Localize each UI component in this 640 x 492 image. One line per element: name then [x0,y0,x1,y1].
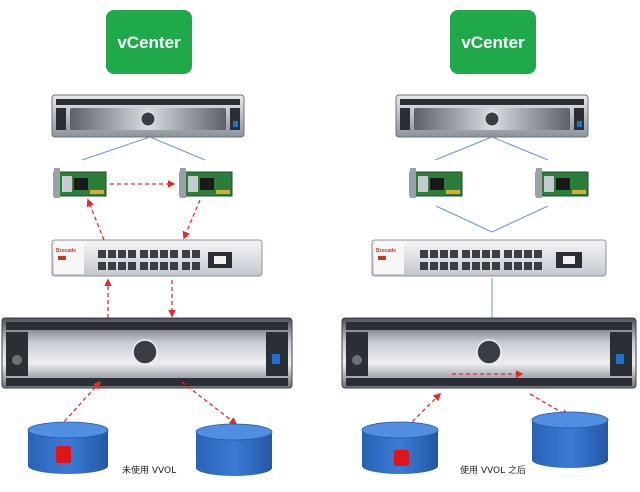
left-fc-switch-icon: Brocade [51,239,263,277]
right-datastore-cylinder-icon-b [531,411,609,468]
left-hba-card-icon-b [179,168,233,198]
left-storage-array-icon [1,317,293,389]
left-vcenter-box: vCenter [106,10,192,74]
left-datastore-cylinder-icon-b [195,423,273,476]
right-hba-card-icon-b [535,168,589,198]
right-rack-server-icon [395,94,589,138]
right-vcenter-label: vCenter [461,33,525,52]
right-fc-switch-icon: Brocade [371,239,607,277]
left-datastore-cylinder-icon-a [27,421,109,474]
left-caption: 未使用 VVOL [122,464,176,476]
left-scenario: vCenter [1,10,293,476]
svg-text:Brocade: Brocade [376,248,396,254]
right-caption: 使用 VVOL 之后 [460,464,526,476]
right-scenario: vCenter [341,10,637,476]
right-datastore-cylinder-icon-a [361,421,439,474]
right-vcenter-box: vCenter [450,10,536,74]
left-vm-block-icon [56,446,71,463]
right-storage-array-icon [341,317,637,389]
right-hba-card-icon-a [409,168,463,198]
left-hba-card-icon-a [53,168,107,198]
svg-text:Brocade: Brocade [56,248,76,254]
left-rack-server-icon [51,94,245,138]
right-vm-block-icon [394,450,409,466]
left-vcenter-label: vCenter [117,33,181,52]
